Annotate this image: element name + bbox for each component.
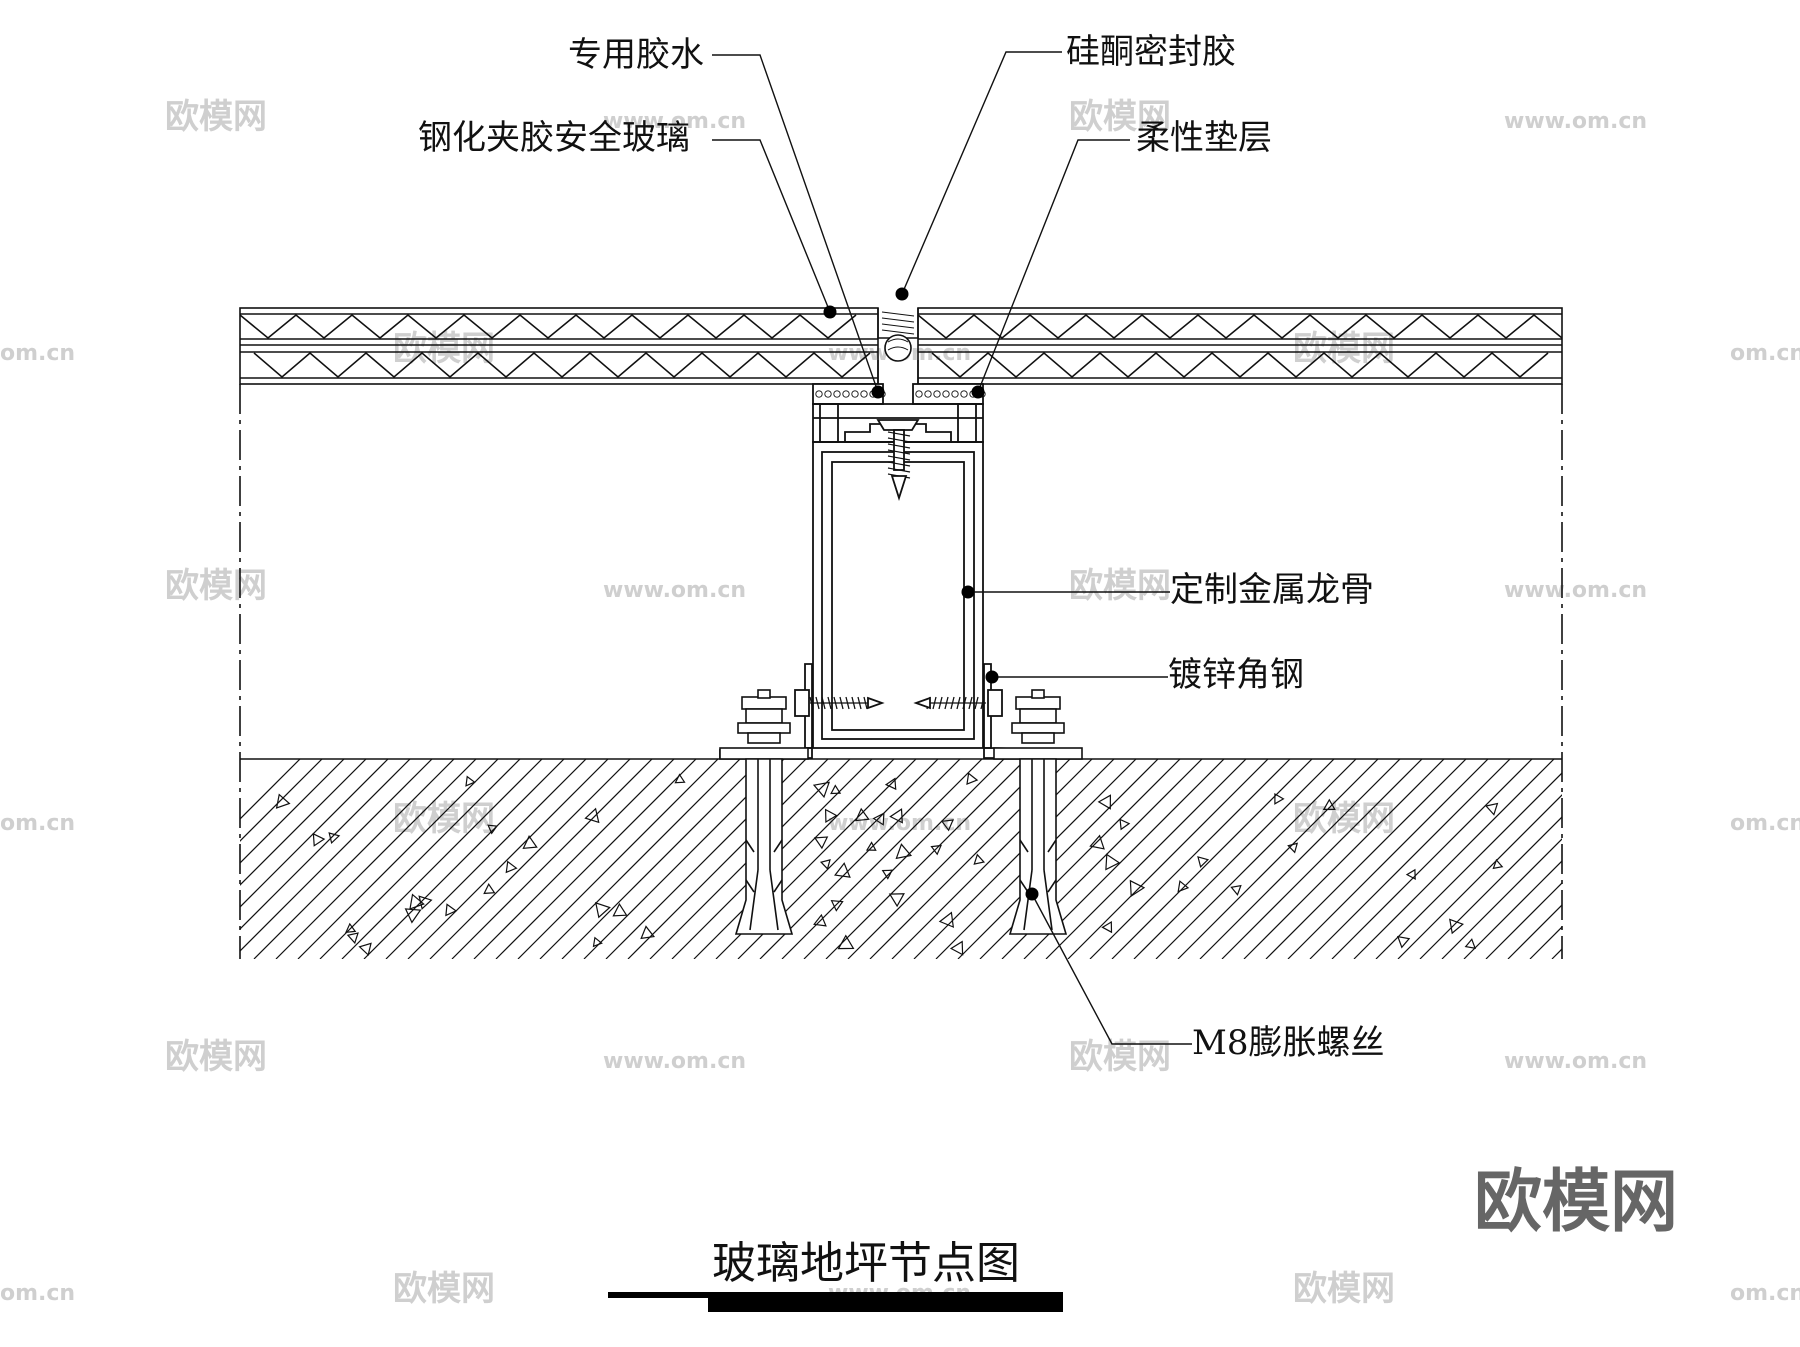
laminated-glass-panels	[239, 307, 1563, 385]
watermark: 欧模网	[1293, 1269, 1395, 1309]
watermark: www.om.cn	[603, 578, 746, 603]
watermark: 欧模网	[1069, 566, 1171, 606]
watermark: om.cn	[0, 341, 75, 366]
brand-logo: 欧模网	[1474, 1163, 1678, 1242]
watermark: www.om.cn	[603, 1049, 746, 1074]
label-silicone-sealant: 硅酮密封胶	[1066, 32, 1236, 72]
watermark: www.om.cn	[1504, 578, 1647, 603]
label-laminated-glass: 钢化夹胶安全玻璃	[418, 118, 690, 158]
watermark: 欧模网	[1293, 329, 1395, 369]
leader-dots	[823, 287, 1039, 901]
label-metal-keel: 定制金属龙骨	[1170, 570, 1374, 610]
watermark: 欧模网	[393, 799, 495, 839]
watermark: om.cn	[1730, 341, 1800, 366]
watermark: 欧模网	[1293, 799, 1395, 839]
watermark: 欧模网	[393, 1269, 495, 1309]
watermark: 欧模网	[1069, 97, 1171, 137]
watermark: 欧模网	[165, 97, 267, 137]
label-galvanized-angle: 镀锌角钢	[1168, 655, 1304, 695]
watermark-layer: 欧模网 www.om.cn 欧模网 www.om.cn om.cn 欧模网 www.om.c…	[0, 97, 1800, 1309]
label-special-glue: 专用胶水	[568, 35, 704, 75]
custom-metal-keel	[719, 383, 1077, 759]
label-m8-expansion-bolt: M8膨胀螺丝	[1192, 1023, 1384, 1063]
silicone-joint	[877, 308, 919, 384]
watermark: om.cn	[1730, 811, 1800, 836]
watermark: www.om.cn	[603, 109, 746, 134]
drawing-title: 玻璃地坪节点图	[712, 1238, 1020, 1289]
watermark: www.om.cn	[828, 811, 971, 836]
leader-lines	[712, 51, 1192, 1045]
watermark: 欧模网	[1069, 1037, 1171, 1077]
title-underline	[608, 1292, 1063, 1312]
watermark: om.cn	[0, 811, 75, 836]
watermark: www.om.cn	[1504, 109, 1647, 134]
concrete-slab	[239, 384, 1563, 959]
m8-expansion-bolts	[719, 689, 1083, 935]
watermark: om.cn	[1730, 1281, 1800, 1306]
watermark: www.om.cn	[1504, 1049, 1647, 1074]
watermark: 欧模网	[165, 1037, 267, 1077]
watermark: om.cn	[0, 1281, 75, 1306]
watermark: 欧模网	[165, 566, 267, 606]
watermark: 欧模网	[393, 329, 495, 369]
label-flexible-pad: 柔性垫层	[1136, 118, 1272, 158]
